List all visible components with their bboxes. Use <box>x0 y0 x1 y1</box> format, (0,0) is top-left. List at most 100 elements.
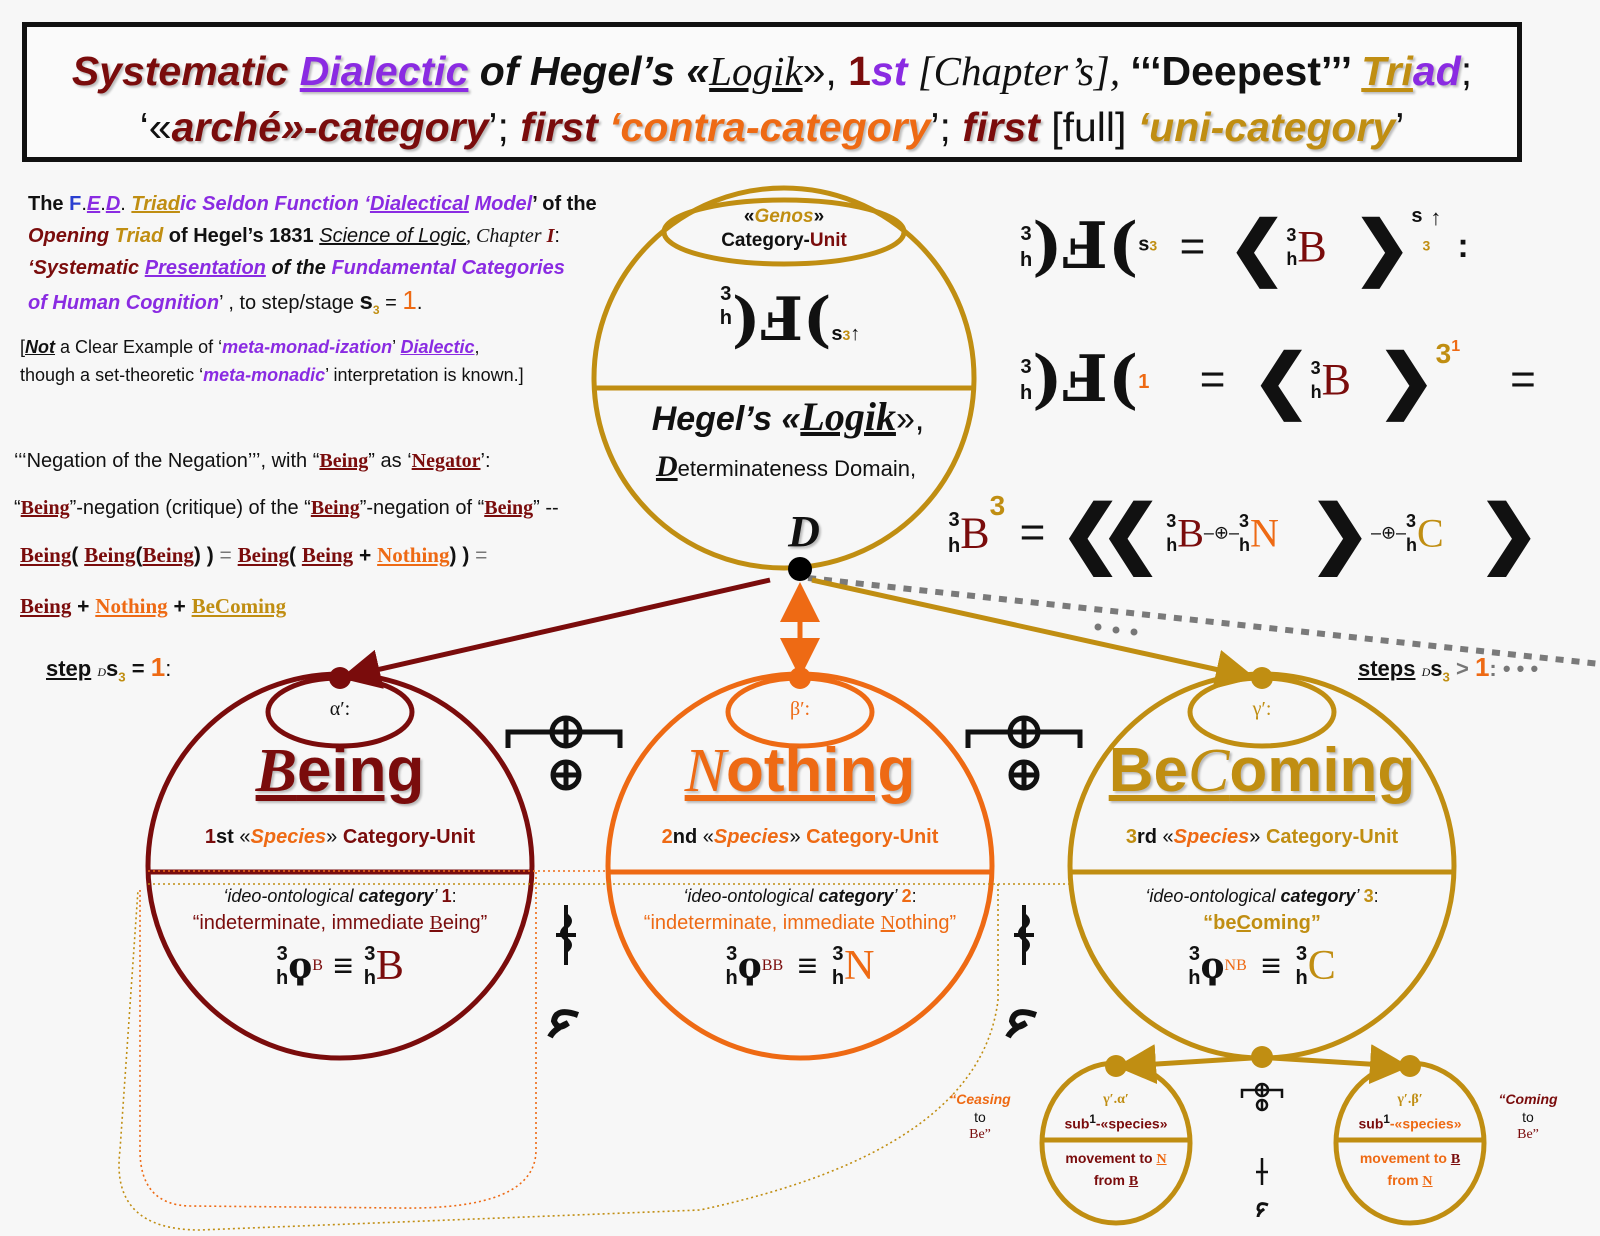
nothing-ideo-c: ’ <box>893 886 902 906</box>
eq2-3: 3 <box>1020 355 1032 378</box>
eq1-exp-3: 3 <box>1422 237 1431 254</box>
title-open: ‘« <box>139 104 172 150</box>
eq3-equals: = <box>1019 508 1046 557</box>
f2-becoming: BeComing <box>191 594 287 618</box>
nothing-ideo-b: category <box>818 886 894 906</box>
title-arche: arché <box>171 104 282 150</box>
f1-close: ) <box>193 544 201 567</box>
title-dialectic: Dialectic <box>299 48 469 94</box>
eq2-exp: 3 <box>1435 338 1452 369</box>
title-close2: ’ <box>1395 104 1405 150</box>
being-quote-u: B <box>429 912 443 934</box>
coming-to-letter: B <box>1450 1151 1461 1167</box>
title-of-hegels: of Hegel’s « <box>468 48 710 94</box>
being-category: Category-Unit <box>342 826 476 848</box>
becoming-rh: h <box>1295 967 1308 989</box>
eq2-sub: 1 <box>1138 370 1150 393</box>
note-dialectic-pre: ’ <box>392 337 401 357</box>
f2-plus2: + <box>173 595 192 618</box>
step-three: 3 <box>118 669 126 685</box>
f2-plus: + <box>71 595 96 618</box>
becoming-ideo: ‘ideo-ontological category’ 3: <box>1145 886 1379 906</box>
nothing-title: Nothing <box>685 735 916 807</box>
intro-the: The <box>28 193 70 215</box>
becoming-ideo-c: ’ <box>1355 886 1364 906</box>
nothing-quote-u: N <box>880 912 896 934</box>
eq2-exp-sup: 1 <box>1451 338 1461 355</box>
nothing-quote-a: “indeterminate, immediate <box>643 912 881 934</box>
ceasing-species: -«species» <box>1095 1115 1168 1132</box>
neg-l1c: ’: <box>480 450 491 472</box>
being-species: Species <box>250 826 327 848</box>
becoming-sp-open: « <box>1156 826 1174 848</box>
nothing-ideo: ‘ideo-ontological category’ 2: <box>683 886 917 906</box>
intro-of-the: ’ of the <box>532 193 597 215</box>
nothing-title-first: N <box>684 737 726 805</box>
coming-movement: movement to <box>1359 1149 1451 1166</box>
ceasing-side-label: “Ceasing to Be” <box>949 1090 1010 1144</box>
genos-sym-s: s <box>831 323 843 345</box>
subspecies-ceasing: γ′.α′ sub1-«species» movement to N from … <box>1065 1090 1168 1192</box>
being-s3: 3 <box>276 943 288 965</box>
eq2-b3: 3 <box>1310 357 1321 378</box>
nothing-category: Category-Unit <box>806 826 939 848</box>
being-quote-b: eing” <box>442 912 488 934</box>
eq3-3: 3 <box>948 509 960 531</box>
eq2-bh: h <box>1310 381 1322 402</box>
eq2-lbracket-icon: ❮ <box>1251 338 1311 421</box>
title-deepest: ‘‘‘Deepest’’’ <box>1130 48 1362 94</box>
operator-glyphs-2 <box>965 715 1083 1039</box>
eq1-hexa-icon: )Ⅎ( <box>1032 209 1139 284</box>
being-ideo-num: 1 <box>441 886 452 906</box>
coming-sub: sub <box>1358 1115 1384 1132</box>
nothing-circle <box>605 667 995 1061</box>
intro-model: Model <box>468 193 533 215</box>
f2-being: Being <box>20 594 72 618</box>
ceasing-to-letter: N <box>1156 1151 1167 1167</box>
f1-being-e: Being <box>301 543 354 567</box>
note-comma: , <box>474 337 480 357</box>
eq1-colon: : <box>1457 227 1469 265</box>
eq1-s: s <box>1138 233 1150 256</box>
genos-hexa-icon: )Ⅎ( <box>731 285 832 355</box>
note-not: Not <box>25 337 56 357</box>
eq3-ch: h <box>1406 535 1418 555</box>
d-node <box>788 557 812 581</box>
coming-side-quote: “Coming <box>1498 1091 1558 1107</box>
becoming-quote-b: oming” <box>1250 912 1321 934</box>
step-label: step Ds3 = 1: <box>46 652 171 684</box>
genos-hegels: Hegel’s «Logik», <box>652 393 925 440</box>
nothing-ordinal: 2nd «Species» Category-Unit <box>662 826 939 849</box>
intro-human: of Human Cognition <box>28 292 220 314</box>
being-greek: α′: <box>329 698 351 720</box>
intro-e: E <box>86 193 101 215</box>
title-semicolon: ; <box>1460 48 1473 94</box>
nothing-rh: h <box>831 967 845 989</box>
neg-l1b: ” as ‘ <box>368 450 412 472</box>
ceasing-from-letter: B <box>1128 1173 1139 1189</box>
title-line-2: ‘«arché»-category’; first ‘contra-catego… <box>27 99 1517 155</box>
step-colon: : <box>165 656 172 681</box>
nothing-title-rest: othing <box>725 736 916 805</box>
eq2-equals: = <box>1199 354 1226 404</box>
arrow-to-becoming <box>811 577 1256 690</box>
becoming-title-mid: C <box>1187 737 1230 805</box>
being-sp-open: « <box>233 826 251 848</box>
genos-category: Category- <box>721 230 810 251</box>
being-ord-sfx: st <box>216 826 234 848</box>
f1-nothing: Nothing <box>377 543 450 567</box>
eq3-h: h <box>948 535 961 557</box>
note-line2a: though a set-theoretic ‘ <box>20 365 204 385</box>
eq3-b3: 3 <box>1166 511 1177 531</box>
title-full: [full] <box>1039 104 1138 150</box>
coming-from-letter: N <box>1422 1173 1433 1189</box>
equiv-icon: ≡ <box>333 946 354 985</box>
becoming-circle <box>1067 667 1457 1061</box>
eq1-rbracket-icon: ❯ <box>1352 205 1412 288</box>
coming-from: from <box>1387 1171 1423 1188</box>
ceasing-side-quote: “Ceasing <box>949 1091 1011 1107</box>
intro-chapter-num: I <box>546 225 555 247</box>
oplus-connector-icon-2: –⊕– <box>1370 522 1407 543</box>
